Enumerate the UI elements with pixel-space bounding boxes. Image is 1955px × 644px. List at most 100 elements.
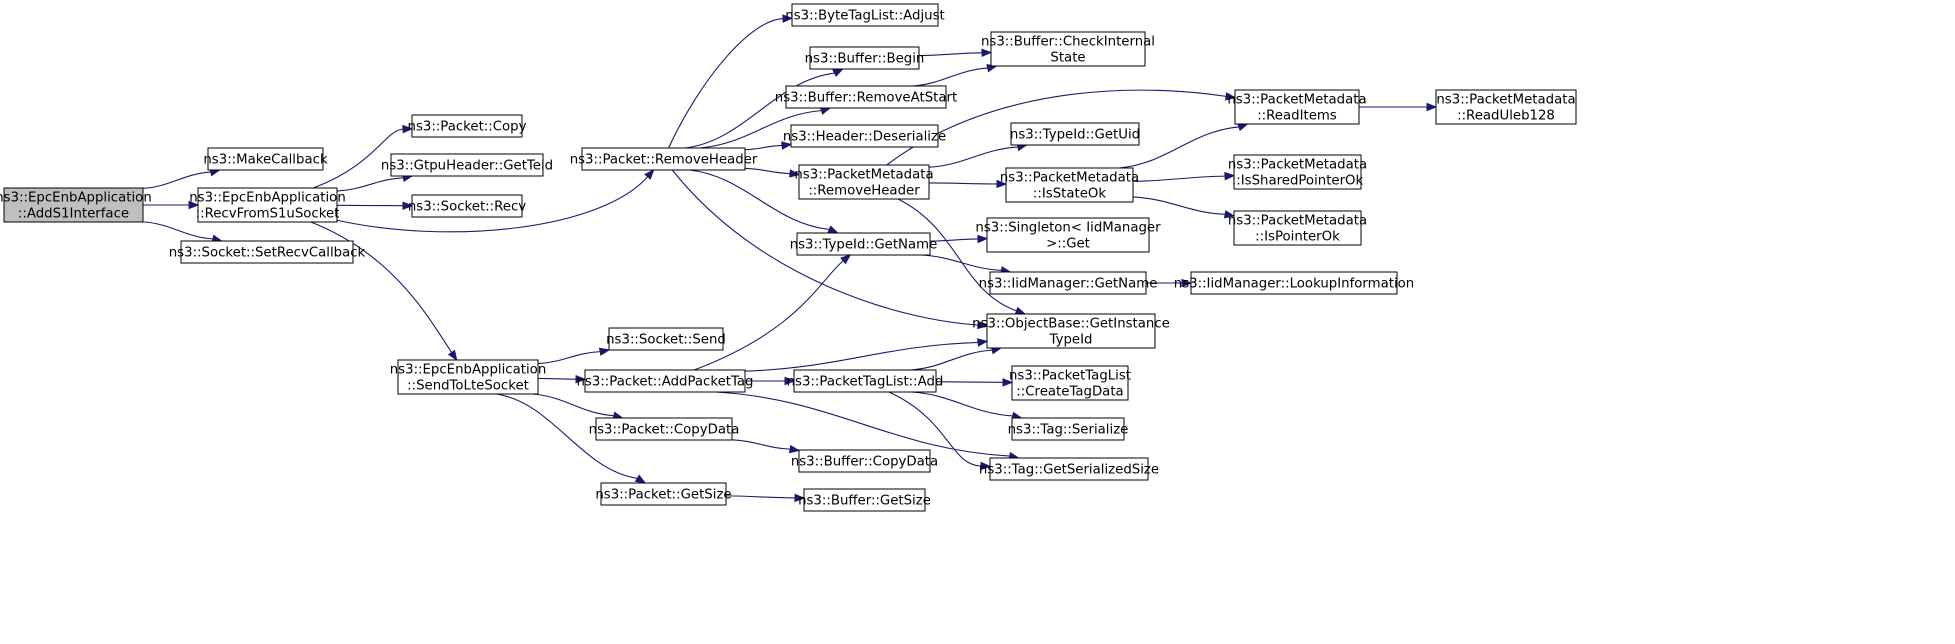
edge-line	[921, 254, 1002, 271]
node-ns3-iidmanager-getname[interactable]: ns3::IidManager::GetName	[979, 271, 1158, 295]
edge-n30-to-n35	[888, 391, 992, 471]
node-box	[791, 3, 939, 27]
edge-line	[929, 238, 979, 242]
edge-line	[912, 67, 988, 87]
arrowhead	[827, 225, 839, 234]
node-ns3-epcenbapplication-adds1interface[interactable]: ns3::EpcEnbApplication::AddS1Interface	[0, 187, 152, 223]
edge-line	[715, 391, 1010, 457]
arrowhead	[1002, 378, 1014, 387]
arrowhead	[832, 68, 844, 78]
node-box	[600, 482, 727, 506]
edge-n28-to-n31	[731, 439, 801, 454]
node-label: >::Get	[1046, 237, 1090, 252]
node-ns3-packetmetadata-readuleb128[interactable]: ns3::PacketMetadata::ReadUleb128	[1435, 89, 1577, 125]
node-label: ns3::EpcEnbApplication	[189, 191, 346, 206]
node-ns3-epcenbapplication-recvfroms1usocket[interactable]: ns3::EpcEnbApplication::RecvFromS1uSocke…	[189, 187, 346, 223]
node-label: ns3::Packet::GetSize	[595, 488, 731, 503]
node-label: ns3::PacketMetadata	[1228, 214, 1367, 229]
edge-line	[537, 351, 601, 365]
node-label: ns3::PacketMetadata	[794, 168, 933, 183]
node-ns3-packetmetadata-ispointerok[interactable]: ns3::PacketMetadata::IsPointerOk	[1228, 210, 1367, 246]
node-ns3-packetmetadata-issharedpointerok[interactable]: ns3::PacketMetadata::IsSharedPointerOk	[1228, 154, 1367, 190]
node-ns3-makecallback[interactable]: ns3::MakeCallback	[203, 147, 328, 171]
arrowhead	[1181, 278, 1193, 288]
node-label: ns3::TypeId::GetName	[790, 238, 938, 253]
edge-line	[1132, 175, 1226, 182]
node-ns3-packet-copydata[interactable]: ns3::Packet::CopyData	[589, 417, 740, 441]
node-ns3-iidmanager-lookupinformation[interactable]: ns3::IidManager::LookupInformation	[1174, 271, 1414, 295]
node-ns3-gtpuheader-getteid[interactable]: ns3::GtpuHeader::GetTeid	[381, 153, 553, 177]
node-ns3-buffer-copydata[interactable]: ns3::Buffer::CopyData	[791, 449, 938, 473]
edge-line	[693, 260, 844, 371]
node-ns3-packetmetadata-readitems[interactable]: ns3::PacketMetadata::ReadItems	[1227, 89, 1367, 125]
edge-n2-to-n5	[336, 173, 414, 192]
edge-n8-to-n28	[532, 393, 624, 420]
edge-n24-to-n25	[1145, 278, 1193, 288]
arrowhead	[981, 48, 993, 58]
node-ns3-bytetaglist-adjust[interactable]: ns3::ByteTagList::Adjust	[785, 3, 945, 27]
node-ns3-packet-addpackettag[interactable]: ns3::Packet::AddPacketTag	[577, 369, 754, 393]
arrowhead	[782, 14, 794, 23]
node-label: ns3::TypeId::GetUid	[1010, 128, 1140, 143]
node-ns3-tag-serialize[interactable]: ns3::Tag::Serialize	[1008, 417, 1129, 441]
node-label: ns3::Socket::Send	[606, 333, 726, 348]
node-box	[1233, 210, 1362, 246]
edge-line	[1119, 126, 1239, 169]
node-ns3-buffer-begin[interactable]: ns3::Buffer::Begin	[805, 46, 925, 70]
node-ns3-tag-getserializedsize[interactable]: ns3::Tag::GetSerializedSize	[979, 457, 1159, 481]
node-ns3-packettaglist-add[interactable]: ns3::PacketTagList::Add	[787, 369, 944, 393]
node-box	[1234, 89, 1360, 125]
node-label: ::ReadItems	[1257, 109, 1337, 124]
edge-line	[685, 72, 835, 149]
arrowhead	[188, 200, 200, 210]
node-box	[809, 46, 920, 70]
arrowhead	[784, 376, 796, 386]
node-ns3-packettaglist-createtagdata[interactable]: ns3::PacketTagList::CreateTagData	[1009, 365, 1131, 401]
arrowhead	[781, 141, 793, 150]
node-label: ns3::Tag::GetSerializedSize	[979, 463, 1159, 478]
arrowhead	[575, 374, 587, 384]
node-ns3-socket-setrecvcallback[interactable]: ns3::Socket::SetRecvCallback	[169, 240, 366, 264]
node-label: ::SendToLteSocket	[407, 379, 529, 394]
arrowhead	[1014, 306, 1027, 315]
node-ns3-socket-send[interactable]: ns3::Socket::Send	[606, 327, 726, 351]
node-label: ns3::PacketTagList::Add	[787, 375, 944, 390]
arrowhead	[1224, 92, 1237, 101]
node-box	[1190, 271, 1398, 295]
node-ns3-singleton-iidmanager-get[interactable]: ns3::Singleton< IidManager>::Get	[975, 217, 1161, 253]
node-label: ns3::PacketMetadata	[1436, 93, 1575, 108]
node-ns3-typeid-getname[interactable]: ns3::TypeId::GetName	[790, 232, 938, 256]
node-box	[1005, 167, 1134, 203]
node-ns3-packetmetadata-removeheader[interactable]: ns3::PacketMetadata::RemoveHeader	[794, 164, 934, 200]
edge-line	[725, 495, 796, 499]
edge-n29-to-n32	[725, 493, 806, 503]
node-label: ns3::Header::Deserialize	[783, 130, 946, 145]
edge-n14-to-n23	[929, 234, 989, 244]
node-ns3-epcenbapplication-sendtoltesocket[interactable]: ns3::EpcEnbApplication::SendToLteSocket	[390, 359, 547, 395]
node-ns3-socket-recv[interactable]: ns3::Socket::Recv	[408, 194, 526, 218]
edge-line	[532, 393, 614, 417]
node-ns3-packet-getsize[interactable]: ns3::Packet::GetSize	[595, 482, 732, 506]
edge-n20-to-n22	[1132, 196, 1236, 219]
edge-line	[142, 171, 211, 189]
node-box	[986, 313, 1156, 349]
edge-n17-to-n18	[1359, 102, 1438, 112]
edge-n30-to-n15	[910, 346, 1003, 371]
edge-n0-to-n2	[143, 200, 200, 210]
node-ns3-buffer-removeatstart[interactable]: ns3::Buffer::RemoveAtStart	[775, 85, 957, 109]
node-ns3-typeid-getuid[interactable]: ns3::TypeId::GetUid	[1010, 122, 1140, 146]
arrowhead	[1223, 210, 1236, 219]
node-ns3-header-deserialize[interactable]: ns3::Header::Deserialize	[783, 124, 946, 148]
node-label: ns3::Packet::AddPacketTag	[577, 375, 754, 390]
edge-line	[911, 391, 1013, 417]
node-ns3-buffer-getsize[interactable]: ns3::Buffer::GetSize	[798, 488, 931, 512]
node-box	[790, 124, 939, 148]
node-label: TypeId	[1049, 333, 1093, 348]
node-ns3-packet-removeheader[interactable]: ns3::Packet::RemoveHeader	[570, 147, 758, 171]
node-ns3-packetmetadata-isstateok[interactable]: ns3::PacketMetadata::IsStateOk	[1000, 167, 1139, 203]
node-label: ::ReadUleb128	[1457, 109, 1555, 124]
edge-line	[336, 177, 404, 192]
node-ns3-packet-copy[interactable]: ns3::Packet::Copy	[408, 114, 527, 138]
